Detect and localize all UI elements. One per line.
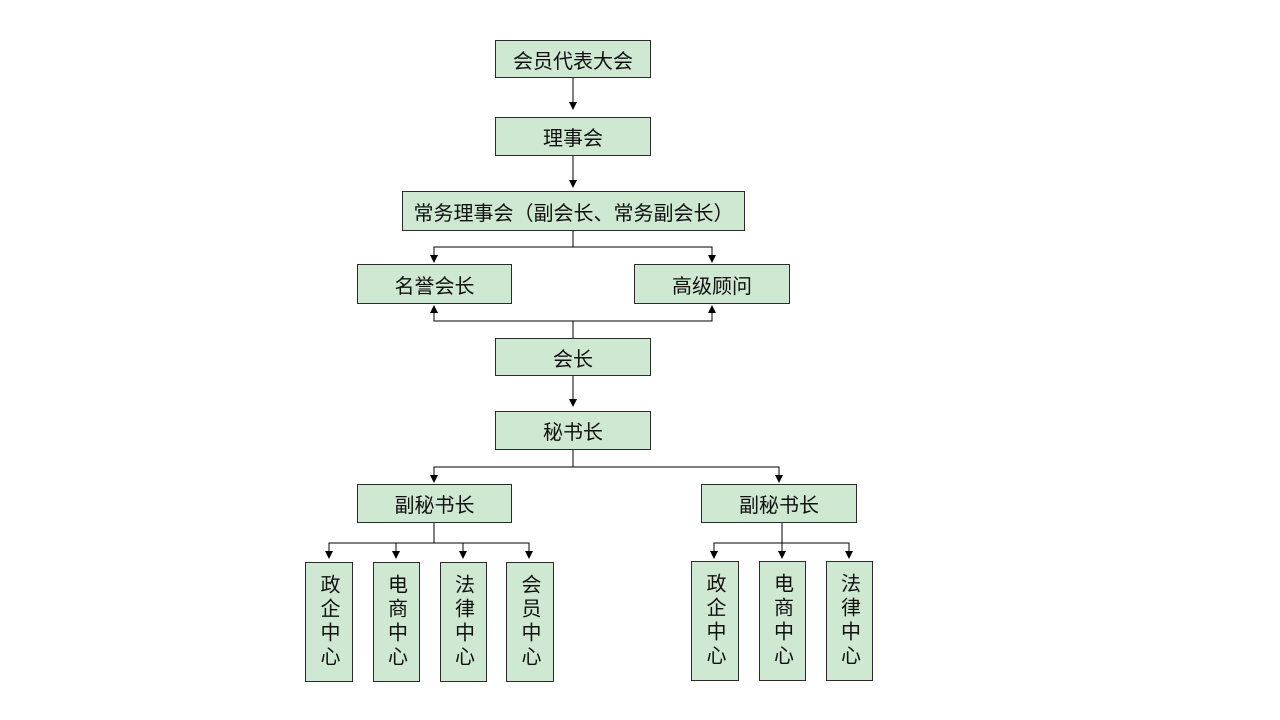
- node-right-center: 政企中心: [691, 561, 739, 681]
- connector-president-advisor: [573, 305, 716, 322]
- node-honorary-president: 名誉会长: [357, 264, 512, 304]
- connector-president-honorary: [430, 305, 574, 338]
- node-standing-council: 常务理事会（副会长、常务副会长）: [402, 191, 745, 231]
- node-secretary-general: 秘书长: [495, 411, 651, 450]
- connector-standing-split: [430, 231, 574, 263]
- connector-left-deputy-bus: [325, 523, 435, 559]
- node-deputy-secretary-general-left: 副秘书长: [357, 484, 512, 523]
- connector-right-deputy-bus: [710, 523, 783, 559]
- node-council: 理事会: [495, 117, 651, 156]
- node-left-center: 法律中心: [440, 562, 487, 682]
- node-left-center: 会员中心: [506, 562, 554, 682]
- node-left-center: 电商中心: [373, 562, 420, 682]
- node-right-center: 电商中心: [759, 561, 806, 681]
- connector-right-center-3: [782, 542, 853, 559]
- connector-sg-deputy-left: [430, 450, 574, 483]
- connector-sg-deputy-right: [573, 466, 783, 483]
- connector-standing-advisor: [573, 246, 716, 263]
- node-senior-advisor: 高级顾问: [634, 264, 790, 304]
- node-deputy-secretary-general-right: 副秘书长: [701, 484, 857, 523]
- node-left-center: 政企中心: [305, 562, 353, 682]
- node-member-assembly: 会员代表大会: [495, 40, 651, 78]
- node-president: 会长: [495, 338, 651, 376]
- connector-left-center-4: [434, 542, 533, 559]
- node-right-center: 法律中心: [826, 561, 873, 681]
